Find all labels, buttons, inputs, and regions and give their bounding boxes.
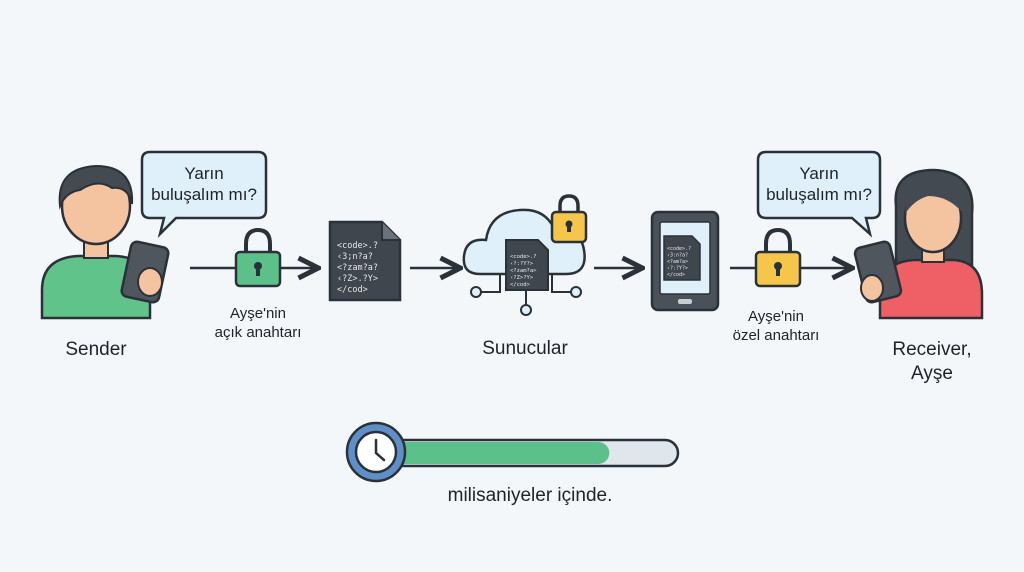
code-line: <?zam?a> [510, 268, 537, 274]
public-key-lock-icon [234, 227, 282, 288]
code-line: ‹3;n?a? [337, 252, 373, 262]
clock-icon [345, 421, 407, 483]
code-line: <?zam?a? [337, 263, 378, 273]
sender-avatar [40, 164, 170, 320]
code-line: <code>.? [667, 246, 691, 252]
code-line: <code>.? [510, 254, 537, 260]
sender-label: Sender [65, 339, 127, 360]
sender-phone-icon [120, 240, 170, 304]
svg-text:<code>.?‹?:?Y?><?zam?a>‹?Z>?Y>: <code>.?‹?:?Y?><?zam?a>‹?Z>?Y></cod> [510, 254, 537, 288]
public-key-label: Ayşe'nin açık anahtarı [214, 305, 302, 341]
code-line: ‹?:?Y?> [510, 261, 534, 267]
progress-caption: milisaniyeler içinde. [447, 485, 613, 506]
cloud-server-icon: <code>.?‹?:?Y?><?zam?a>‹?Z>?Y></cod> [462, 208, 586, 316]
code-line: <?am?a> [667, 259, 688, 265]
code-line: <code>.? [337, 241, 378, 251]
progress-bar [382, 438, 680, 468]
code-line: ‹3:n?a? [667, 253, 688, 259]
receiver-phone-icon [853, 240, 903, 304]
code-line: </cod> [667, 272, 685, 278]
cloud-lock-icon [550, 194, 588, 244]
encrypted-document-icon: <code>.?‹3;n?a?<?zam?a?‹?Z>.?Y></cod> [328, 220, 402, 302]
code-line: </cod> [510, 282, 531, 288]
code-line: ‹?:?Y?> [667, 266, 688, 272]
private-key-lock-icon [754, 227, 802, 288]
servers-label: Sunucular [482, 338, 568, 359]
private-key-label: Ayşe'nin özel anahtarı [732, 308, 820, 344]
code-line: ‹?Z>.?Y> [337, 274, 378, 284]
receiver-avatar [853, 168, 984, 320]
code-line: </cod> [337, 285, 368, 295]
receiver-speech-bubble [756, 150, 882, 238]
svg-text:<code>.?‹3:n?a?<?am?a>‹?:?Y?><: <code>.?‹3:n?a?<?am?a>‹?:?Y?></cod> [667, 246, 691, 278]
receiving-phone-icon: <code>.?‹3:n?a?<?am?a>‹?:?Y?></cod> [650, 210, 720, 312]
receiver-message: Yarın buluşalım mı? [766, 164, 872, 204]
code-line: ‹?Z>?Y> [510, 275, 534, 281]
receiver-label: Receiver, Ayşe [892, 339, 972, 384]
sender-message: Yarın buluşalım mı? [151, 164, 257, 204]
sender-speech-bubble [140, 150, 268, 239]
svg-text:<code>.?‹3;n?a?<?zam?a?‹?Z>.?Y: <code>.?‹3;n?a?<?zam?a?‹?Z>.?Y></cod> [337, 241, 378, 295]
